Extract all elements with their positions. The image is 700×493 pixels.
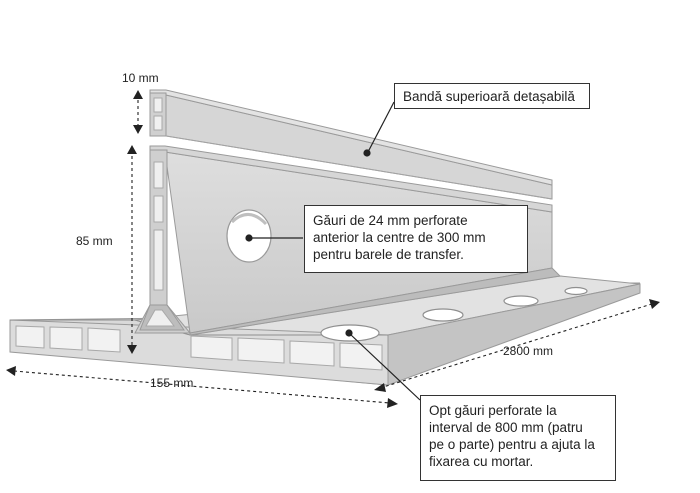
callout-dowel-line-3: pentru barele de transfer. bbox=[313, 247, 464, 262]
callout-top-strip: Bandă superioară detașabilă bbox=[394, 83, 590, 109]
detachable-top-strip bbox=[149, 89, 553, 200]
callout-dowel-line-1: Găuri de 24 mm perforate bbox=[313, 213, 468, 228]
callout-dowel-holes: Găuri de 24 mm perforate anterior la cen… bbox=[304, 205, 528, 273]
dim-strip-height: 10 mm bbox=[122, 71, 159, 85]
dim-base-width: 155 mm bbox=[150, 376, 193, 390]
dimension-lines bbox=[6, 90, 660, 408]
callout-mortar-line-3: pe o parte) pentru a ajuta la bbox=[429, 437, 595, 452]
mortar-hole-3 bbox=[503, 295, 539, 307]
mortar-hole-4 bbox=[564, 286, 588, 296]
callout-mortar-line-2: interval de 800 mm (patru bbox=[429, 420, 583, 435]
mortar-hole-2 bbox=[422, 308, 464, 322]
callout-dowel-line-2: anterior la centre de 300 mm bbox=[313, 230, 486, 245]
callout-mortar-line-4: fixarea cu mortar. bbox=[429, 454, 534, 469]
dim-length: 2800 mm bbox=[503, 344, 553, 358]
leader-lines bbox=[245, 101, 421, 401]
callout-mortar-holes: Opt găuri perforate la interval de 800 m… bbox=[420, 395, 616, 481]
base-cells bbox=[15, 325, 383, 371]
wall-foot bbox=[189, 267, 562, 336]
callout-top-strip-text: Bandă superioară detașabilă bbox=[403, 89, 575, 104]
dim-body-height: 85 mm bbox=[76, 234, 113, 248]
callout-mortar-line-1: Opt găuri perforate la bbox=[429, 403, 557, 418]
